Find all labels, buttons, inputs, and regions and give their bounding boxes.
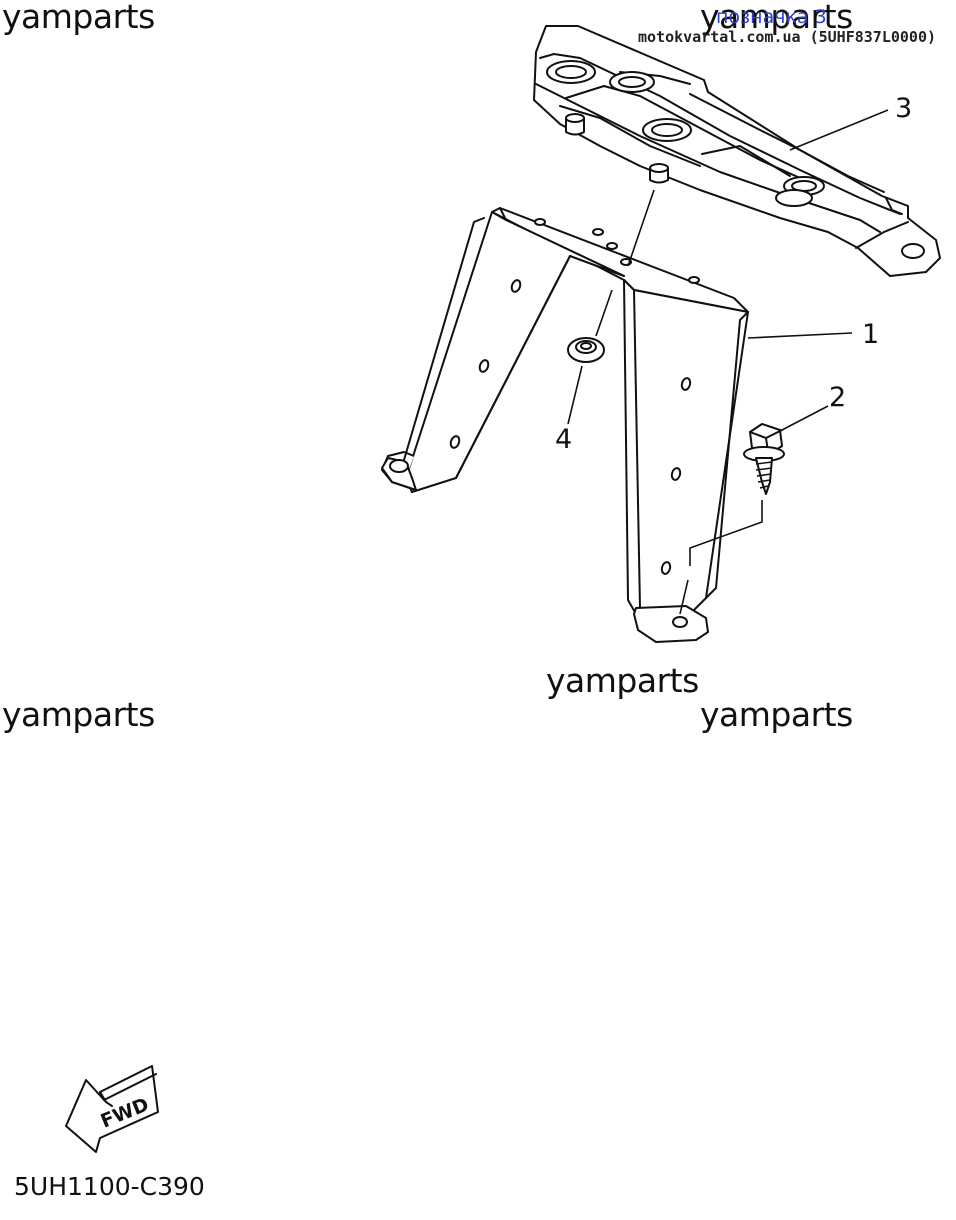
watermark: yamparts (700, 0, 853, 36)
reference-badge: позначка 3 (716, 6, 827, 28)
grommet-part (567, 337, 605, 363)
callout-3: 3 (895, 93, 912, 124)
watermark: yamparts (700, 695, 853, 734)
watermark: yamparts (2, 0, 155, 36)
watermark: yamparts (2, 695, 155, 734)
screw-part (743, 423, 785, 495)
meter-panel-part (533, 25, 941, 277)
callout-4: 4 (555, 424, 572, 455)
fwd-arrow-icon: FWD (65, 1065, 159, 1153)
diagram-code: 5UH1100-C390 (14, 1172, 205, 1201)
watermark: yamparts (546, 661, 699, 700)
source-label: motokvartal.com.ua (5UHF837L0000) (638, 28, 937, 46)
callout-2: 2 (829, 382, 846, 413)
meter-bracket-part (381, 207, 749, 643)
callout-1: 1 (862, 319, 879, 350)
leader-lines (567, 109, 889, 615)
